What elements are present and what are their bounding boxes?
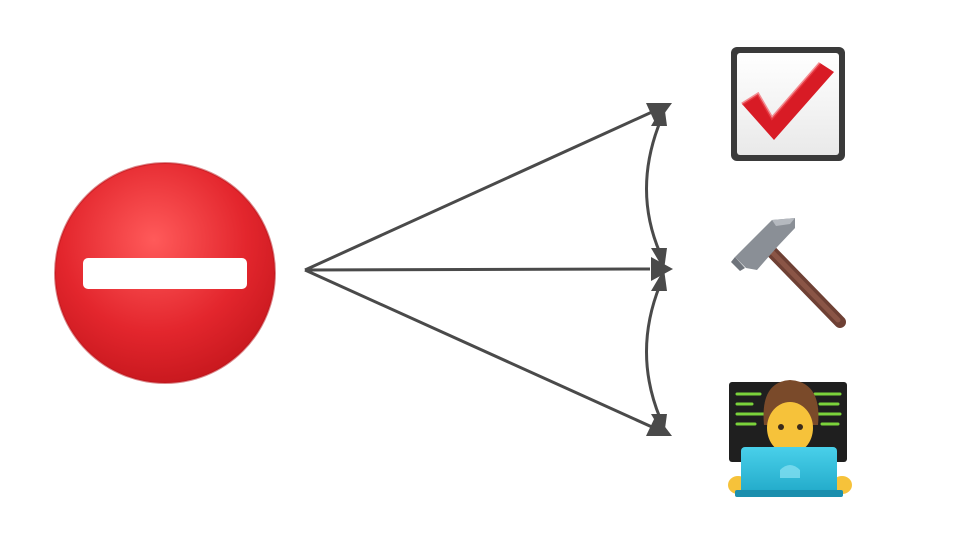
curved-arrow-hammer-technologist xyxy=(645,269,667,436)
technologist-icon xyxy=(728,380,852,497)
curved-arrow-check-hammer xyxy=(645,104,667,270)
hammer-icon xyxy=(731,218,846,328)
arrow-to-check-mark xyxy=(304,103,672,272)
arrow-to-technologist xyxy=(304,268,672,436)
no-entry-icon xyxy=(54,162,276,384)
arrow-to-hammer xyxy=(304,257,673,281)
check-mark-box-icon xyxy=(731,47,845,161)
